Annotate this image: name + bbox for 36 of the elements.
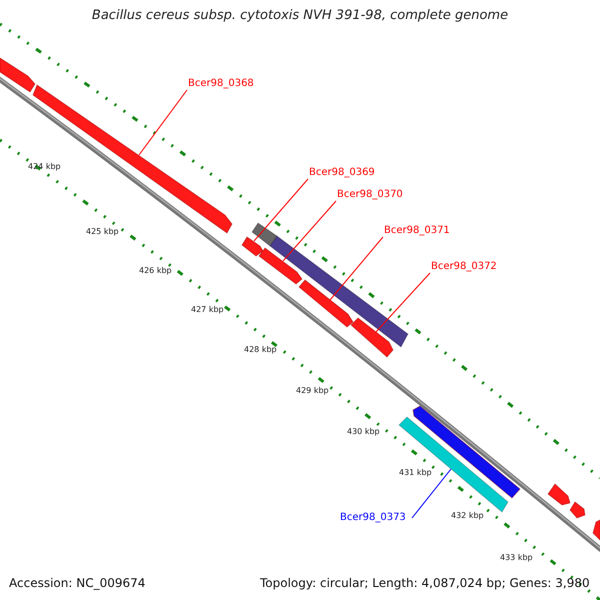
scale-label: 427 kbp xyxy=(191,305,224,315)
gene-feature xyxy=(259,248,302,284)
gene-feature xyxy=(413,406,520,498)
gene-label: Bcer98_0369 xyxy=(309,167,375,179)
gene-feature xyxy=(570,502,585,518)
feature-bar xyxy=(399,417,508,512)
scale-label: 426 kbp xyxy=(139,266,172,276)
leader-line xyxy=(138,90,188,156)
gene-feature xyxy=(351,318,393,357)
leader-line xyxy=(282,200,336,262)
genome-info: Accession: NC_009674 xyxy=(9,576,146,590)
feature-bar xyxy=(270,236,408,347)
scale-label: 433 kbp xyxy=(500,553,533,563)
gene-label: Bcer98_0372 xyxy=(431,261,497,273)
scale-label: 424 kbp xyxy=(28,162,61,172)
gene-label: Bcer98_0368 xyxy=(188,78,254,90)
gene-feature xyxy=(593,520,600,540)
gene-label: Bcer98_0370 xyxy=(337,189,403,201)
scale-label: 432 kbp xyxy=(451,511,484,521)
gene-feature xyxy=(548,484,570,505)
scale-label: 431 kbp xyxy=(399,468,432,478)
gene-feature xyxy=(242,237,263,256)
gene-label: Bcer98_0371 xyxy=(384,225,450,237)
gene-label: Bcer98_0373 xyxy=(340,512,406,524)
gene-feature xyxy=(299,280,353,327)
leader-line xyxy=(412,468,452,518)
scale-label: 430 kbp xyxy=(347,427,380,437)
leader-line xyxy=(330,236,384,300)
gene-feature xyxy=(0,58,35,92)
scale-label: 429 kbp xyxy=(296,386,329,396)
feature-bar xyxy=(252,223,277,246)
genome-info: Topology: circular; Length: 4,087,024 bp; Genes: 3,980 xyxy=(260,576,590,590)
scale-label: 428 kbp xyxy=(244,345,277,355)
leader-line xyxy=(376,272,430,332)
scale-label: 425 kbp xyxy=(86,227,119,237)
map-title: Bacillus cereus subsp. cytotoxis NVH 391-98, complete genome xyxy=(90,8,510,23)
